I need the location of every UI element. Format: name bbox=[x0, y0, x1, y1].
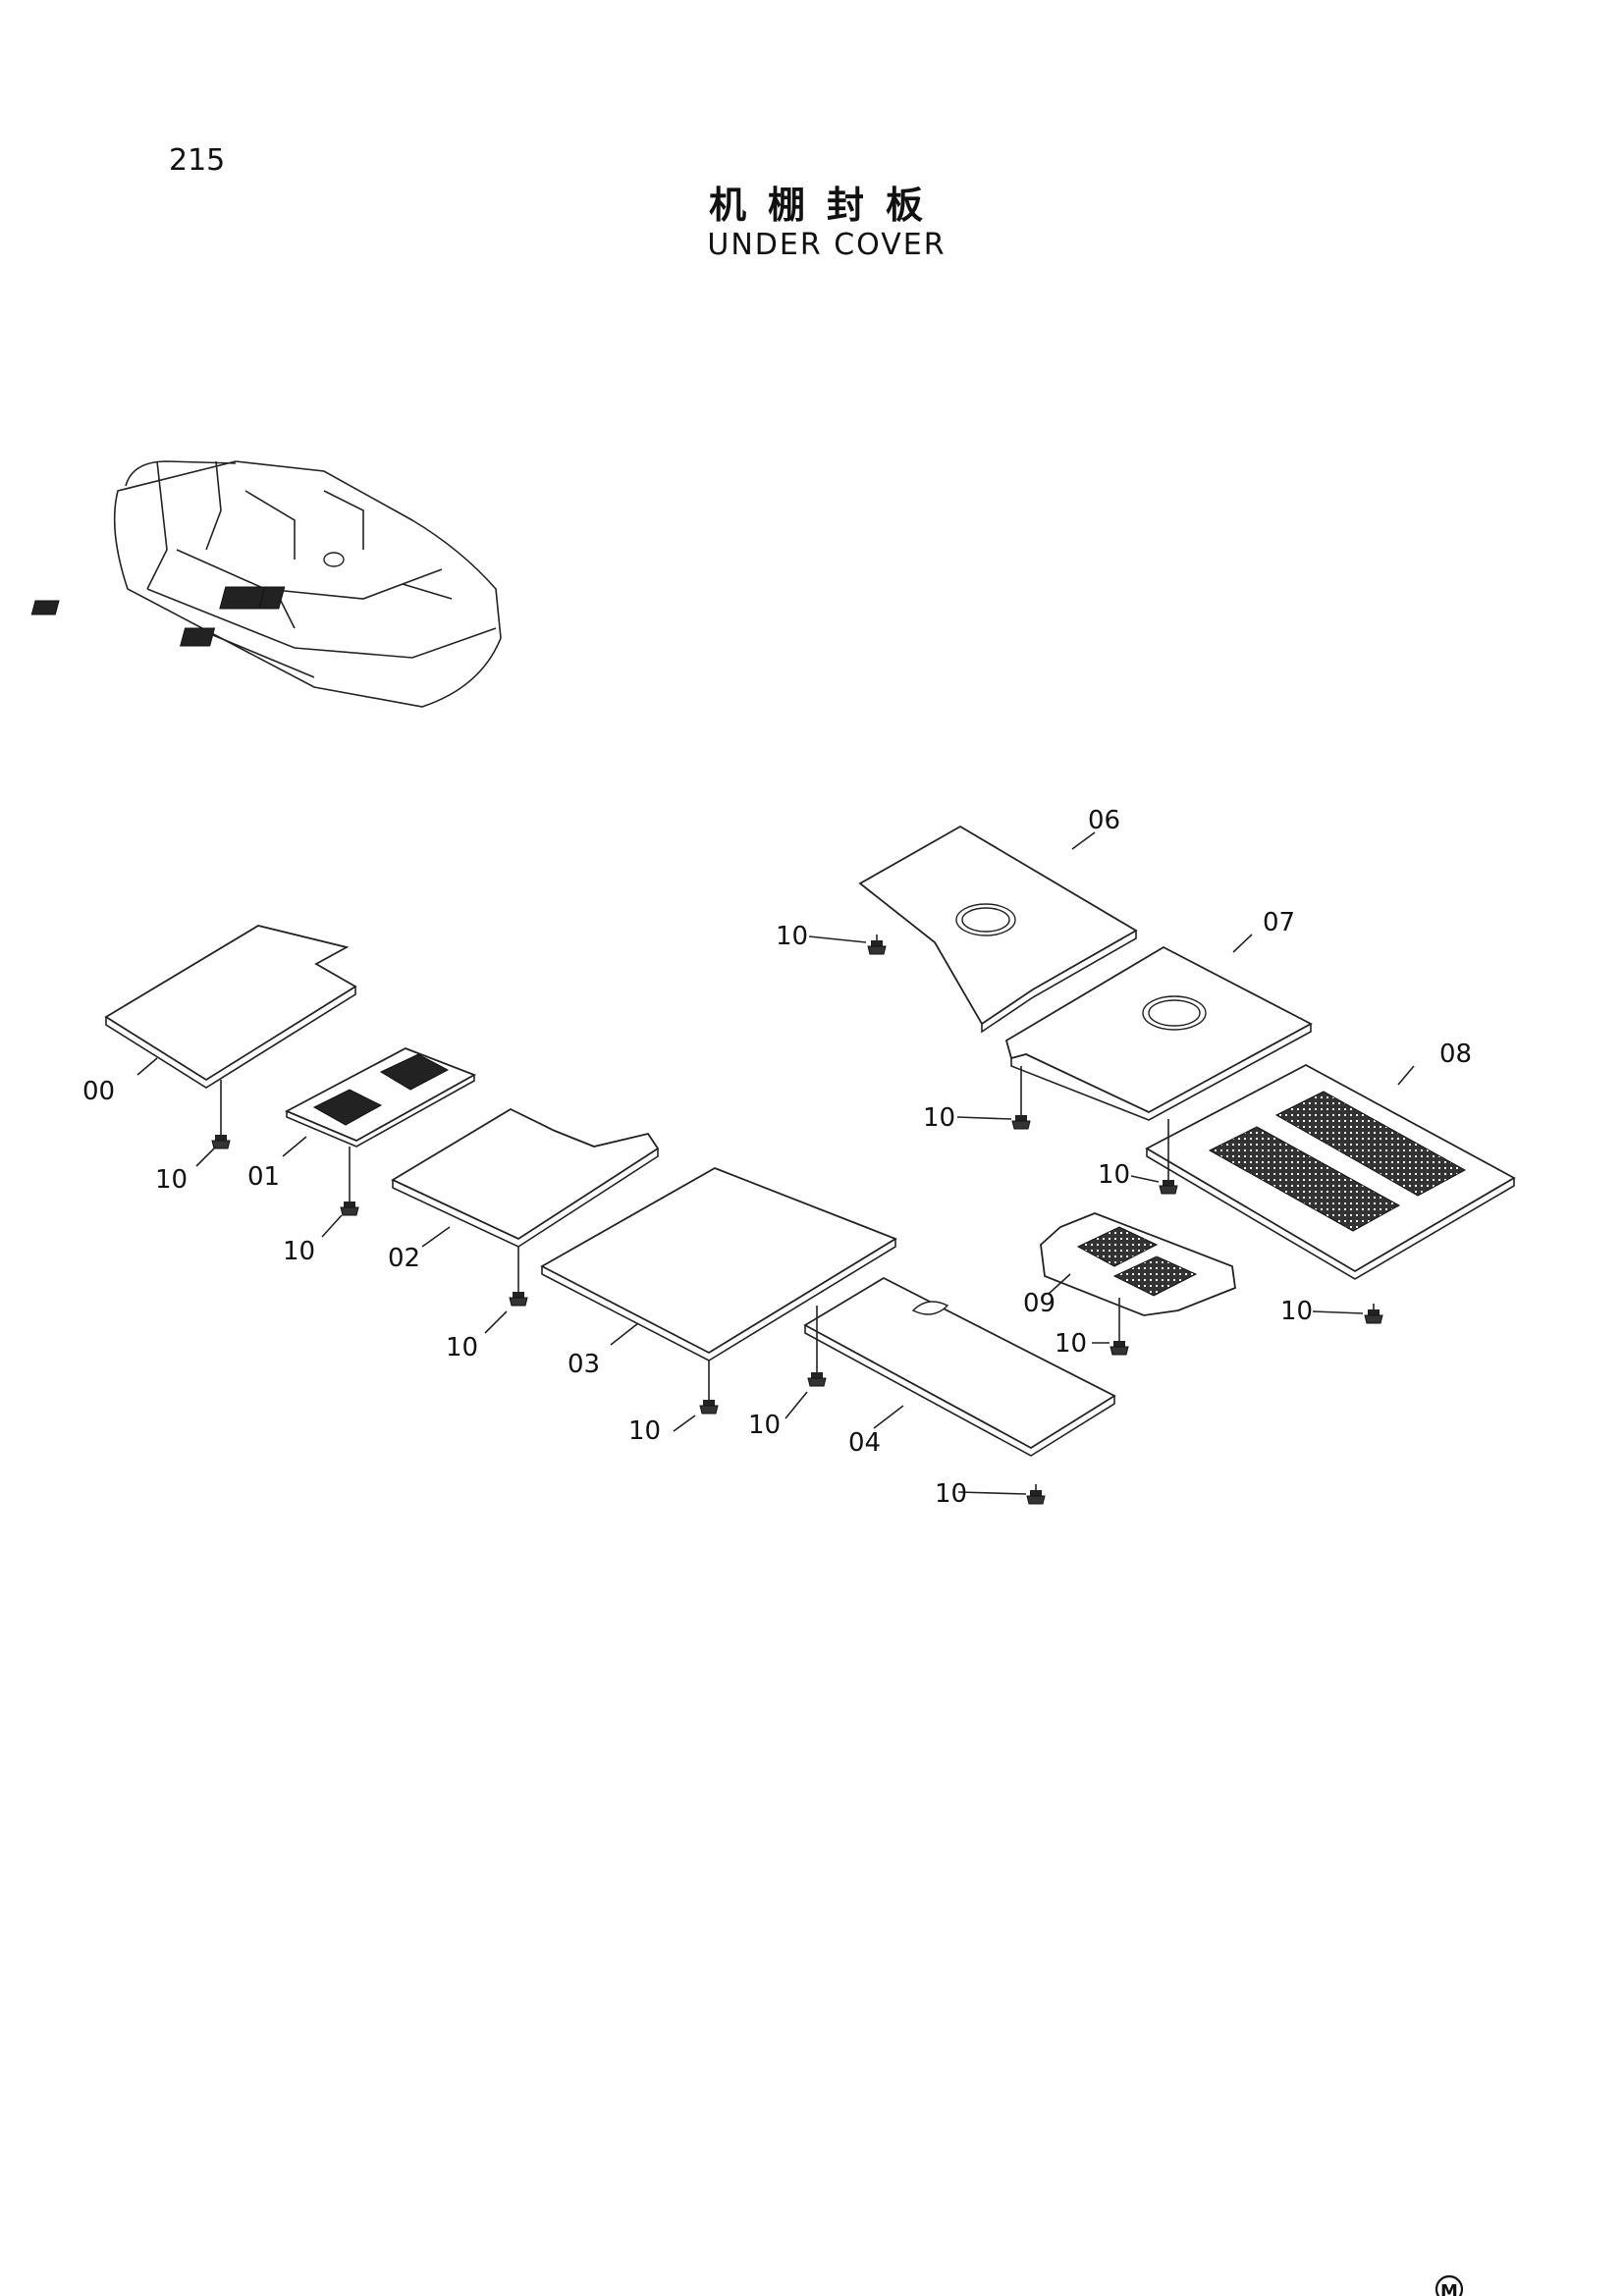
callout-06: 06 bbox=[1088, 806, 1120, 835]
page-title-chinese: 机棚封板 bbox=[708, 184, 945, 227]
page-title-english: UNDER COVER bbox=[707, 228, 947, 262]
callout-08: 08 bbox=[1439, 1040, 1472, 1069]
callout-10-h: 10 bbox=[923, 1103, 955, 1133]
cover-part-03 bbox=[540, 1167, 898, 1415]
callout-07: 07 bbox=[1263, 908, 1295, 937]
callout-02: 02 bbox=[388, 1244, 420, 1273]
callout-03: 03 bbox=[568, 1350, 600, 1379]
circled-m-letter: M bbox=[1440, 2281, 1458, 2296]
machine-overview-sketch bbox=[30, 460, 502, 708]
cover-part-07 bbox=[1004, 945, 1313, 1130]
callout-00: 00 bbox=[82, 1077, 115, 1106]
callout-10-j: 10 bbox=[1055, 1329, 1087, 1359]
callout-10-c: 10 bbox=[446, 1333, 478, 1362]
page-number: 215 bbox=[169, 143, 226, 178]
callout-09: 09 bbox=[1023, 1289, 1056, 1318]
circled-m-mark: M bbox=[1435, 2274, 1464, 2296]
callout-10-e: 10 bbox=[748, 1411, 781, 1440]
callout-labels: 00 01 02 03 04 06 07 08 09 10 10 10 10 1… bbox=[82, 806, 1472, 1509]
callout-10-d: 10 bbox=[628, 1416, 661, 1446]
cover-part-01 bbox=[284, 1047, 477, 1216]
callout-10-a: 10 bbox=[155, 1165, 188, 1195]
leader-lines bbox=[136, 831, 1415, 1495]
callout-10-i: 10 bbox=[1098, 1160, 1130, 1190]
cover-part-02 bbox=[391, 1107, 660, 1307]
callout-10-g: 10 bbox=[776, 922, 808, 951]
cover-part-09 bbox=[1040, 1212, 1236, 1356]
cover-part-04 bbox=[803, 1276, 1116, 1505]
cover-part-06 bbox=[858, 825, 1138, 1034]
cover-part-08 bbox=[1145, 1063, 1516, 1324]
cover-part-00 bbox=[104, 925, 357, 1149]
callout-10-b: 10 bbox=[283, 1237, 315, 1266]
callout-04: 04 bbox=[848, 1428, 881, 1458]
callout-10-f: 10 bbox=[935, 1479, 967, 1509]
callout-10-k: 10 bbox=[1280, 1297, 1313, 1326]
callout-01: 01 bbox=[247, 1162, 280, 1192]
